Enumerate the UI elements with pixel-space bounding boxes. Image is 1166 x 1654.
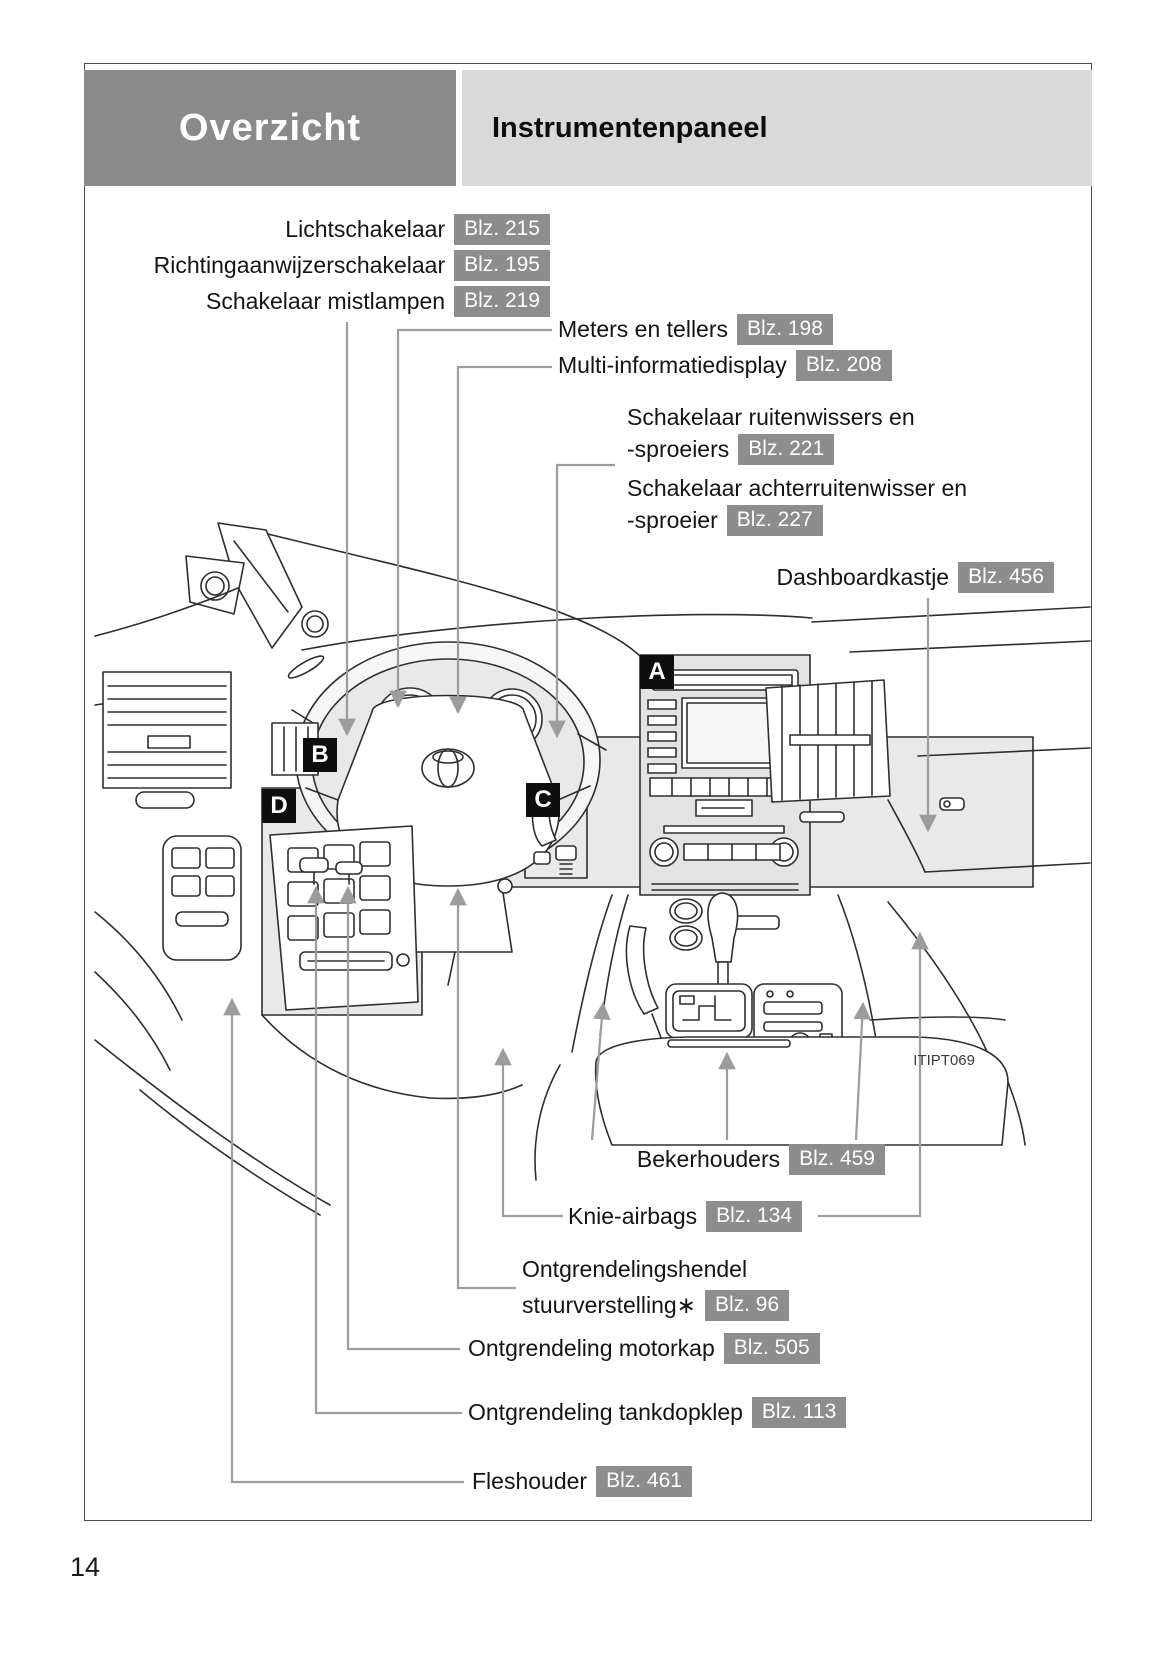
label-text: Lichtschakelaar bbox=[285, 216, 446, 242]
connector-bekerhouders-left bbox=[590, 1001, 611, 1141]
label-fleshouder: Fleshouder Blz. 461 bbox=[472, 1466, 692, 1497]
label-text: Schakelaar mistlampen bbox=[206, 288, 446, 314]
label-text: Meters en tellers bbox=[558, 316, 729, 342]
connector-knie-right bbox=[818, 931, 929, 1218]
marker-d: D bbox=[262, 789, 296, 823]
page-number: 14 bbox=[70, 1552, 101, 1582]
label-mistlampen: Schakelaar mistlampen Blz. 219 bbox=[206, 286, 550, 317]
connector-knie-left bbox=[494, 1047, 563, 1218]
page-ref-badge: Blz. 113 bbox=[751, 1397, 847, 1428]
label-text: Richtingaanwijzerschakelaar bbox=[153, 252, 446, 278]
connector-multi-info bbox=[449, 365, 552, 715]
connector-stuurverstelling bbox=[449, 887, 516, 1290]
label-text: -sproeiers bbox=[627, 436, 730, 462]
label-achterruitenwisser-line1: Schakelaar achterruitenwisser en bbox=[627, 475, 968, 501]
marker-b: B bbox=[303, 738, 337, 772]
label-stuurverstelling-line1: Ontgrendelingshendel bbox=[522, 1256, 748, 1282]
connector-motorkap bbox=[339, 885, 460, 1351]
label-richtingaanwijzer: Richtingaanwijzerschakelaar Blz. 195 bbox=[154, 250, 550, 281]
page-ref-badge: Blz. 215 bbox=[454, 214, 550, 245]
label-lichtschakelaar: Lichtschakelaar Blz. 215 bbox=[285, 214, 550, 245]
label-achterruitenwisser-line2: -sproeier Blz. 227 bbox=[627, 505, 823, 536]
connector-fleshouder bbox=[223, 997, 464, 1484]
marker-c: C bbox=[526, 783, 560, 817]
page-ref-badge: Blz. 96 bbox=[704, 1290, 790, 1321]
page-ref-badge: Blz. 195 bbox=[454, 250, 550, 281]
section-title: Overzicht bbox=[178, 106, 362, 149]
label-bekerhouders: Bekerhouders Blz. 459 bbox=[637, 1144, 885, 1175]
page-title: Instrumentenpaneel bbox=[492, 111, 768, 144]
page-ref-badge: Blz. 134 bbox=[706, 1201, 803, 1232]
page-ref-badge: Blz. 221 bbox=[738, 434, 835, 465]
connector-tankdopklep bbox=[307, 885, 462, 1415]
label-dashboardkastje: Dashboardkastje Blz. 456 bbox=[776, 562, 1054, 593]
page-ref-badge: Blz. 227 bbox=[726, 505, 823, 536]
marker-a: A bbox=[640, 655, 674, 689]
page-ref-badge: Blz. 456 bbox=[958, 562, 1054, 593]
label-text: Ontgrendeling motorkap bbox=[468, 1335, 715, 1361]
label-text: -sproeier bbox=[627, 507, 718, 533]
label-text: Knie-airbags bbox=[568, 1203, 698, 1229]
label-meters: Meters en tellers Blz. 198 bbox=[558, 314, 833, 345]
connector-meters bbox=[389, 328, 552, 709]
label-ruitenwissers-line1: Schakelaar ruitenwissers en bbox=[627, 404, 915, 430]
label-stuurverstelling-line2: stuurverstelling∗ Blz. 96 bbox=[522, 1290, 790, 1321]
label-ruitenwissers-line2: -sproeiers Blz. 221 bbox=[627, 434, 835, 465]
label-text: Multi-informatiedisplay bbox=[558, 352, 787, 378]
content-frame-border bbox=[84, 63, 1092, 1521]
label-knie-airbags: Knie-airbags Blz. 134 bbox=[568, 1201, 803, 1232]
section-header-box: Overzicht bbox=[84, 70, 456, 186]
label-tankdopklep: Ontgrendeling tankdopklep Blz. 113 bbox=[468, 1397, 847, 1428]
label-motorkap: Ontgrendeling motorkap Blz. 505 bbox=[468, 1333, 820, 1364]
figure-code: ITIPT069 bbox=[913, 1052, 975, 1069]
page-ref-badge: Blz. 461 bbox=[596, 1466, 692, 1497]
label-text: Ontgrendeling tankdopklep bbox=[468, 1399, 743, 1425]
page-ref-badge: Blz. 219 bbox=[454, 286, 550, 317]
connector-bekerhouders-right bbox=[853, 1001, 871, 1141]
label-text: Dashboardkastje bbox=[776, 564, 950, 590]
connector-wipers bbox=[548, 463, 615, 739]
label-multi-info: Multi-informatiedisplay Blz. 208 bbox=[558, 350, 892, 381]
label-text: Fleshouder bbox=[472, 1468, 588, 1494]
page-ref-badge: Blz. 459 bbox=[789, 1144, 885, 1175]
page-ref-badge: Blz. 198 bbox=[737, 314, 833, 345]
label-text: Bekerhouders bbox=[636, 1146, 781, 1172]
page-ref-badge: Blz. 505 bbox=[723, 1333, 820, 1364]
page-ref-badge: Blz. 208 bbox=[795, 350, 892, 381]
label-text: stuurverstelling∗ bbox=[522, 1292, 696, 1318]
chapter-header-box: Instrumentenpaneel bbox=[462, 70, 1092, 186]
